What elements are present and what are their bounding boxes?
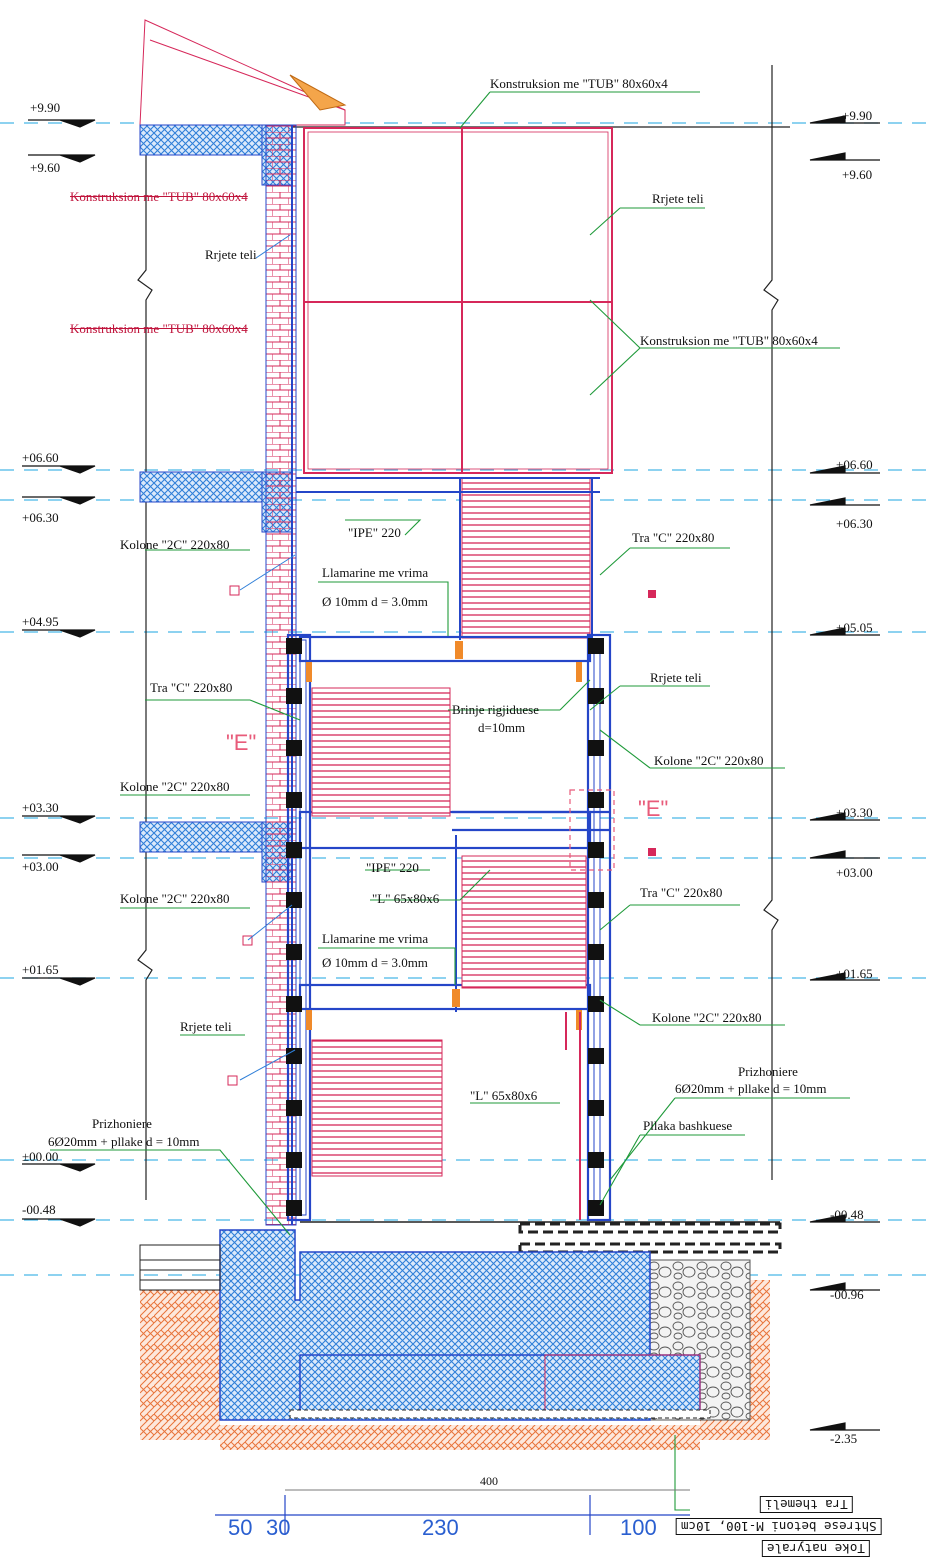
dimension-line (215, 1495, 690, 1535)
level-markers-left (22, 119, 96, 1227)
level-guides (0, 122, 928, 1276)
level-right-300: +03.00 (836, 865, 873, 880)
level-right-630: +06.30 (836, 516, 873, 531)
label-rrjete-right-mid: Rrjete teli (650, 670, 702, 685)
slat-panel-3 (311, 1039, 443, 1177)
label-ipe-1: "IPE" 220 (348, 525, 401, 540)
ground-slab (300, 1221, 782, 1254)
label-brinje-a: Brinje rigjiduese (452, 702, 540, 717)
label-rrjete-left-top: Rrjete teli (205, 247, 257, 262)
foundation-footing (299, 1354, 701, 1412)
level-right-660: +06.60 (836, 457, 873, 472)
label-kolone-3: Kolone "2C" 220x80 (120, 891, 230, 906)
dim-30: 30 (266, 1515, 291, 1540)
legend-tra-themeli: Tra themeli (760, 1496, 853, 1513)
level-left-048: -00.48 (22, 1202, 56, 1217)
label-prizh-left-b: 6Ø20mm + pllake d = 10mm (48, 1134, 200, 1149)
level-left-330: +03.30 (22, 800, 59, 815)
label-llamarine-1b: Ø 10mm d = 3.0mm (322, 594, 428, 609)
label-kolone-right-2: Kolone "2C" 220x80 (652, 1010, 762, 1025)
dim-total: 400 (480, 1474, 498, 1488)
legend-shtrese: Shtrese betoni M-100, 10cm (676, 1518, 882, 1535)
level-left-630: +06.30 (22, 510, 59, 525)
slat-panel-1 (311, 687, 451, 817)
label-brinje-b: d=10mm (478, 720, 526, 735)
detail-e-left: "E" (226, 730, 257, 755)
level-right-048: -00.48 (830, 1207, 864, 1222)
level-right-096: -00.96 (830, 1287, 864, 1302)
level-left-660: +06.60 (22, 450, 59, 465)
level-markers-right (809, 115, 880, 1431)
level-left-960: +9.60 (30, 160, 61, 175)
label-l-profile-1: "L" 65x80x6 (372, 891, 440, 906)
blinding-layer (289, 1409, 711, 1419)
dim-50: 50 (228, 1515, 253, 1540)
label-kolone-2: Kolone "2C" 220x80 (120, 779, 230, 794)
level-left-165: +01.65 (22, 962, 59, 977)
level-right-505: +05.05 (836, 620, 873, 635)
level-right-235: -2.35 (830, 1431, 858, 1446)
label-llamarine-1a: Llamarine me vrima (322, 565, 429, 580)
label-tra-c-left: Tra "C" 220x80 (150, 680, 233, 695)
slat-panel-2 (461, 855, 587, 989)
tub-frame (303, 127, 613, 474)
legend-toke: Toke natyrale (762, 1540, 870, 1557)
label-prizh-right-b: 6Ø20mm + pllake d = 10mm (675, 1081, 827, 1096)
label-pllaka: Pllaka bashkuese (643, 1118, 733, 1133)
label-ipe-2: "IPE" 220 (366, 860, 419, 875)
level-left-495: +04.95 (22, 614, 59, 629)
label-l-profile-2: "L" 65x80x6 (470, 1088, 538, 1103)
steel-frame (286, 633, 612, 1222)
slat-panel-upper (461, 477, 591, 639)
level-left-990: +9.90 (30, 100, 61, 115)
level-left-000: ±00.00 (22, 1149, 59, 1164)
dim-100: 100 (620, 1515, 657, 1540)
label-tub-right: Konstruksion me "TUB" 80x60x4 (640, 333, 818, 348)
label-tra-c-right-2: Tra "C" 220x80 (640, 885, 723, 900)
label-tub-left-1: Konstruksion me "TUB" 80x60x4 (70, 189, 248, 204)
level-right-330: +03.30 (836, 805, 873, 820)
slab-330 (139, 821, 269, 853)
dim-230: 230 (422, 1515, 459, 1540)
detail-e-right: "E" (638, 796, 669, 821)
leader-lines (50, 91, 850, 1511)
level-left-300: +03.00 (22, 859, 59, 874)
label-tub-top: Konstruksion me "TUB" 80x60x4 (490, 76, 668, 91)
label-kolone-right-1: Kolone "2C" 220x80 (654, 753, 764, 768)
slab-top (139, 124, 269, 156)
label-rrjete-left-bottom: Rrjete teli (180, 1019, 232, 1034)
roof (139, 19, 347, 126)
label-rrjete-right-top: Rrjete teli (652, 191, 704, 206)
label-prizh-right-a: Prizhoniere (738, 1064, 798, 1079)
label-prizh-left-a: Prizhoniere (92, 1116, 152, 1131)
level-right-990: +9.90 (842, 108, 873, 123)
label-llamarine-2b: Ø 10mm d = 3.0mm (322, 955, 428, 970)
soil-left (140, 1290, 220, 1440)
label-kolone-1: Kolone "2C" 220x80 (120, 537, 230, 552)
level-right-165: +01.65 (836, 966, 873, 981)
label-llamarine-2a: Llamarine me vrima (322, 931, 429, 946)
slab-660 (139, 471, 269, 503)
label-tub-left-2: Konstruksion me "TUB" 80x60x4 (70, 321, 248, 336)
label-tra-c-right-1: Tra "C" 220x80 (632, 530, 715, 545)
level-right-960: +9.60 (842, 167, 873, 182)
